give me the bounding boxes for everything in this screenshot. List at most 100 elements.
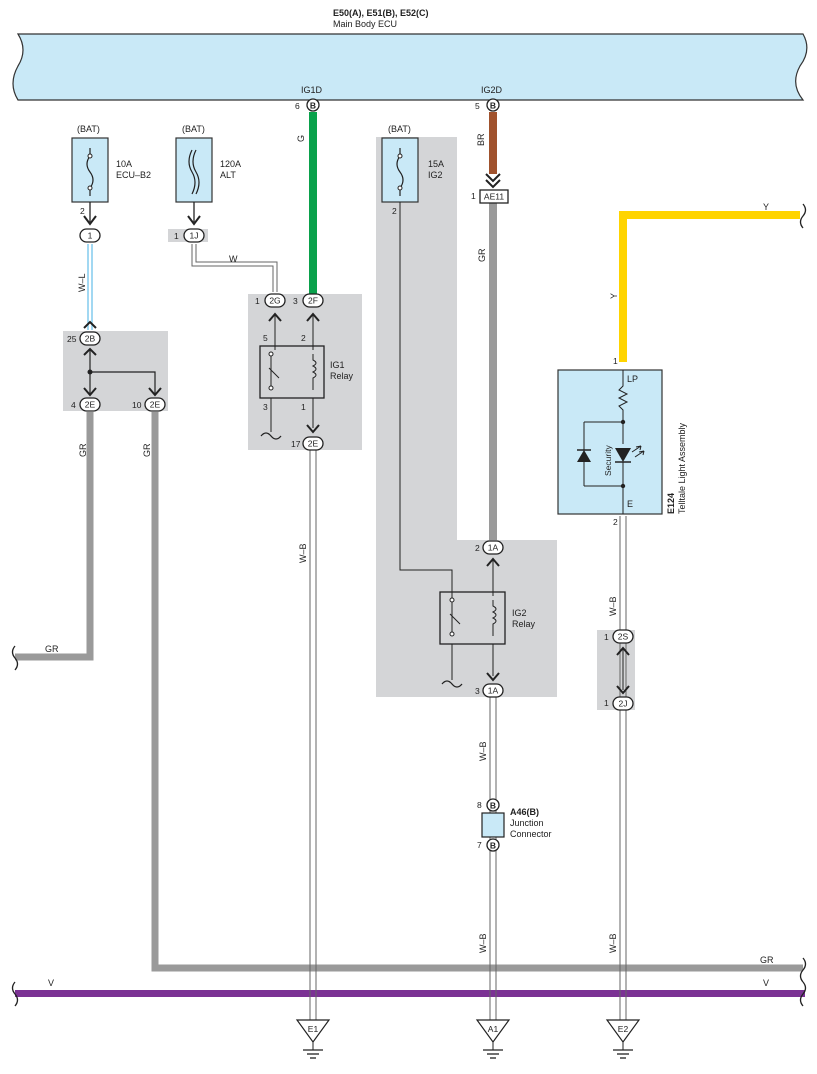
break-right-gr <box>799 957 807 983</box>
junction-connector-a46: 8 B 7 B A46(B) Junction Connector <box>477 798 552 852</box>
label-wb-ig1: W–B <box>298 543 308 563</box>
label-wl: W–L <box>77 273 87 292</box>
svg-text:2: 2 <box>301 333 306 343</box>
svg-text:120A: 120A <box>220 159 241 169</box>
ground-a1: A1 <box>475 1019 511 1059</box>
svg-text:ALT: ALT <box>220 170 236 180</box>
svg-text:B: B <box>490 841 496 851</box>
svg-text:2G: 2G <box>269 296 280 306</box>
ecu-name: Main Body ECU <box>333 19 397 29</box>
ecu-connectors-title: E50(A), E51(B), E52(C) <box>333 8 429 18</box>
svg-text:17: 17 <box>291 439 301 449</box>
break-left-gr <box>11 645 19 671</box>
fuse-alt: (BAT) 120A ALT 1 1J <box>174 124 241 243</box>
svg-text:1: 1 <box>471 191 476 201</box>
label-gr-left-h: GR <box>45 644 59 654</box>
svg-text:1: 1 <box>88 231 93 241</box>
ground-e2: E2 <box>605 1019 641 1059</box>
svg-text:2B: 2B <box>85 334 96 344</box>
wire-wb-ig1 <box>309 450 317 1020</box>
svg-text:1: 1 <box>604 698 609 708</box>
svg-text:25: 25 <box>67 334 77 344</box>
svg-text:10A: 10A <box>116 159 132 169</box>
svg-text:LP: LP <box>627 374 638 384</box>
label-gr-bottom-h: GR <box>760 955 774 965</box>
wire-gr-bottom <box>151 412 803 972</box>
wire-v <box>15 990 805 997</box>
svg-text:E1: E1 <box>308 1024 319 1034</box>
svg-text:8: 8 <box>477 800 482 810</box>
svg-text:A1: A1 <box>488 1024 499 1034</box>
break-right-v <box>799 981 807 1007</box>
break-left-v <box>11 981 19 1007</box>
svg-text:1: 1 <box>255 296 260 306</box>
ig2-relay-panel <box>376 137 557 697</box>
fuse-ig2: (BAT) 15A IG2 2 <box>381 124 453 600</box>
svg-text:1: 1 <box>604 632 609 642</box>
svg-text:2: 2 <box>392 206 397 216</box>
label-w: W <box>229 254 238 264</box>
svg-text:2E: 2E <box>85 400 96 410</box>
svg-text:Telltale Light Assembly: Telltale Light Assembly <box>677 422 687 514</box>
svg-text:5: 5 <box>475 101 480 111</box>
wire-wb-telltale <box>619 516 627 1020</box>
wire-gr-left <box>15 412 94 661</box>
svg-text:B: B <box>490 801 496 811</box>
svg-text:Relay: Relay <box>512 619 536 629</box>
svg-text:1: 1 <box>613 356 618 366</box>
svg-text:3: 3 <box>475 686 480 696</box>
svg-text:(BAT): (BAT) <box>77 124 100 134</box>
svg-text:1A: 1A <box>488 543 499 553</box>
label-v-left: V <box>48 978 54 988</box>
svg-text:1: 1 <box>174 231 179 241</box>
label-gr-left-v: GR <box>78 443 88 457</box>
svg-text:B: B <box>490 101 496 111</box>
svg-text:IG1: IG1 <box>330 360 345 370</box>
svg-text:2: 2 <box>80 206 85 216</box>
ground-e1: E1 <box>295 1019 331 1059</box>
ecu-terminal-ig2d: IG2D 5 B <box>475 85 503 112</box>
svg-text:2: 2 <box>613 517 618 527</box>
junction-2s-2j: 1 2S 1 2J <box>604 629 634 711</box>
ig1-relay: 1 2G 3 2F 5 2 IG1 Relay 3 1 17 2E <box>255 293 354 451</box>
svg-text:ECU–B2: ECU–B2 <box>116 170 151 180</box>
wire-g <box>309 112 317 294</box>
svg-text:Connector: Connector <box>510 829 552 839</box>
wire-w <box>191 244 278 292</box>
svg-text:3: 3 <box>263 402 268 412</box>
wire-y <box>619 211 800 362</box>
label-wb-tt-a: W–B <box>608 596 618 616</box>
svg-text:IG2: IG2 <box>428 170 443 180</box>
svg-text:Relay: Relay <box>330 371 354 381</box>
svg-text:15A: 15A <box>428 159 444 169</box>
svg-text:IG2: IG2 <box>512 608 527 618</box>
svg-text:1A: 1A <box>488 686 499 696</box>
ig2-relay: 2 1A IG2 Relay 3 1A <box>439 540 536 698</box>
svg-text:1J: 1J <box>190 231 199 241</box>
ig1-relay-panel <box>248 294 362 450</box>
svg-text:(BAT): (BAT) <box>388 124 411 134</box>
wire-wl <box>87 244 93 330</box>
svg-text:3: 3 <box>293 296 298 306</box>
main-body-ecu-box <box>12 33 808 101</box>
svg-text:E124: E124 <box>666 493 676 514</box>
label-y-h: Y <box>763 202 769 212</box>
junction-2e-a: 4 2E <box>71 397 101 412</box>
svg-text:(BAT): (BAT) <box>182 124 205 134</box>
label-wb-ig2-a: W–B <box>478 741 488 761</box>
connector-ae11: 1 AE11 <box>471 173 509 204</box>
break-right-y <box>799 203 807 229</box>
label-v-right: V <box>763 978 769 988</box>
label-wb-ig2-b: W–B <box>478 933 488 953</box>
svg-text:E2: E2 <box>618 1024 629 1034</box>
label-gr-ae11: GR <box>477 248 487 262</box>
svg-text:2S: 2S <box>618 632 629 642</box>
wire-gr-ae11 <box>489 203 497 540</box>
label-y-v: Y <box>609 293 619 299</box>
svg-text:1: 1 <box>301 402 306 412</box>
svg-text:10: 10 <box>132 400 142 410</box>
telltale-light-assembly: 1 LP Security E 2 E124 Telltale Light As… <box>557 356 687 527</box>
svg-text:7: 7 <box>477 840 482 850</box>
svg-text:AE11: AE11 <box>484 192 504 202</box>
